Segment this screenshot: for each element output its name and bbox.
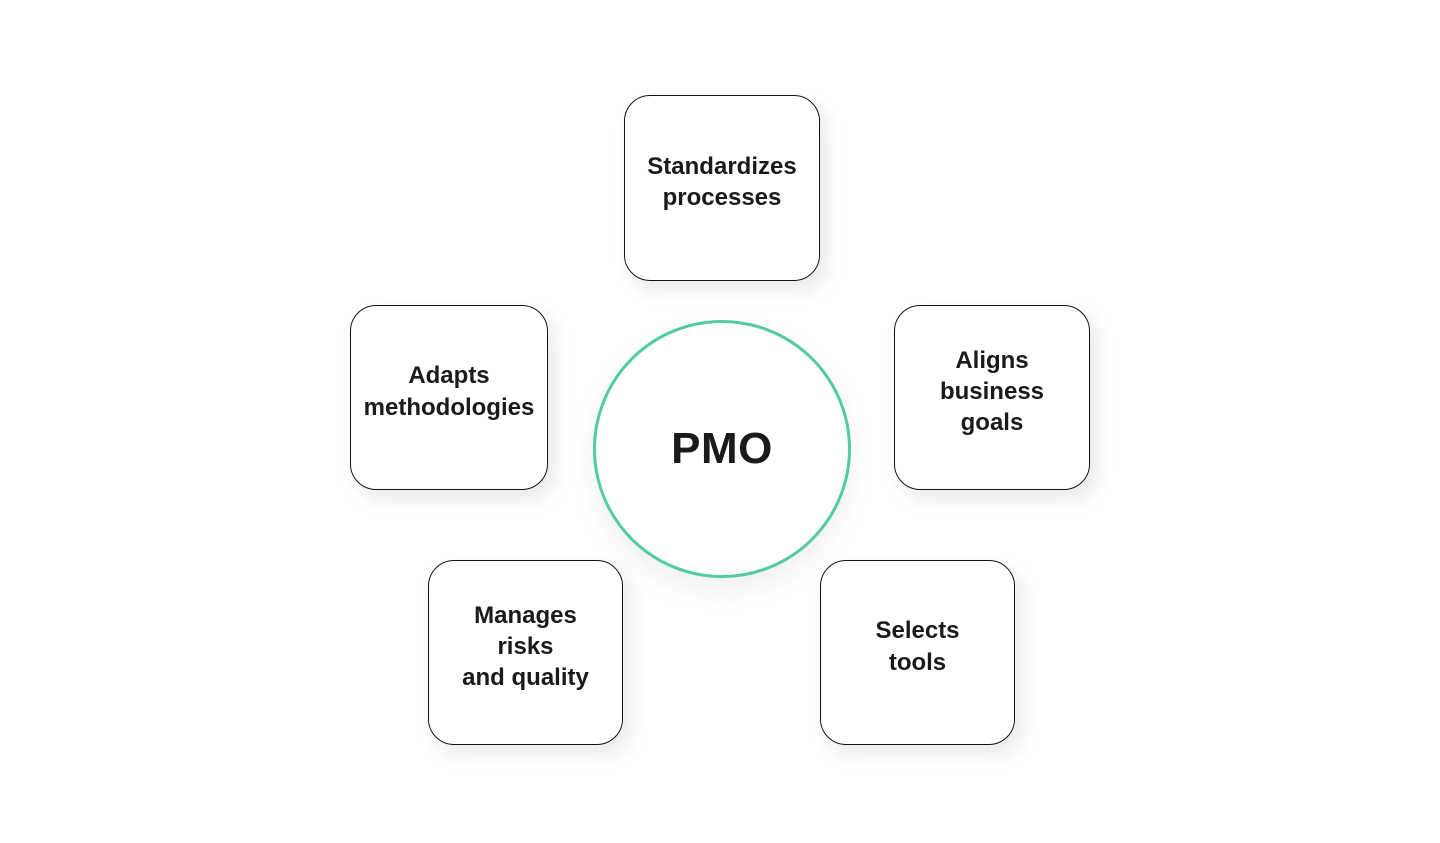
node-aligns-business-goals: Aligns business goals	[894, 305, 1090, 490]
node-manages-risks-quality-label: Manages risks and quality	[462, 601, 589, 692]
node-selects-tools: Selects tools	[820, 560, 1015, 745]
pmo-center-label: PMO	[671, 424, 773, 473]
node-standardizes-processes: Standardizes processes	[624, 95, 820, 281]
node-adapts-methodologies: Adapts methodologies	[350, 305, 548, 490]
node-manages-risks-quality: Manages risks and quality	[428, 560, 623, 745]
node-adapts-methodologies-label: Adapts methodologies	[363, 362, 535, 421]
node-aligns-business-goals-label: Aligns business goals	[939, 346, 1045, 437]
pmo-center-node: PMO	[593, 320, 851, 578]
node-standardizes-processes-label: Standardizes processes	[647, 152, 797, 211]
node-selects-tools-label: Selects tools	[875, 617, 960, 676]
